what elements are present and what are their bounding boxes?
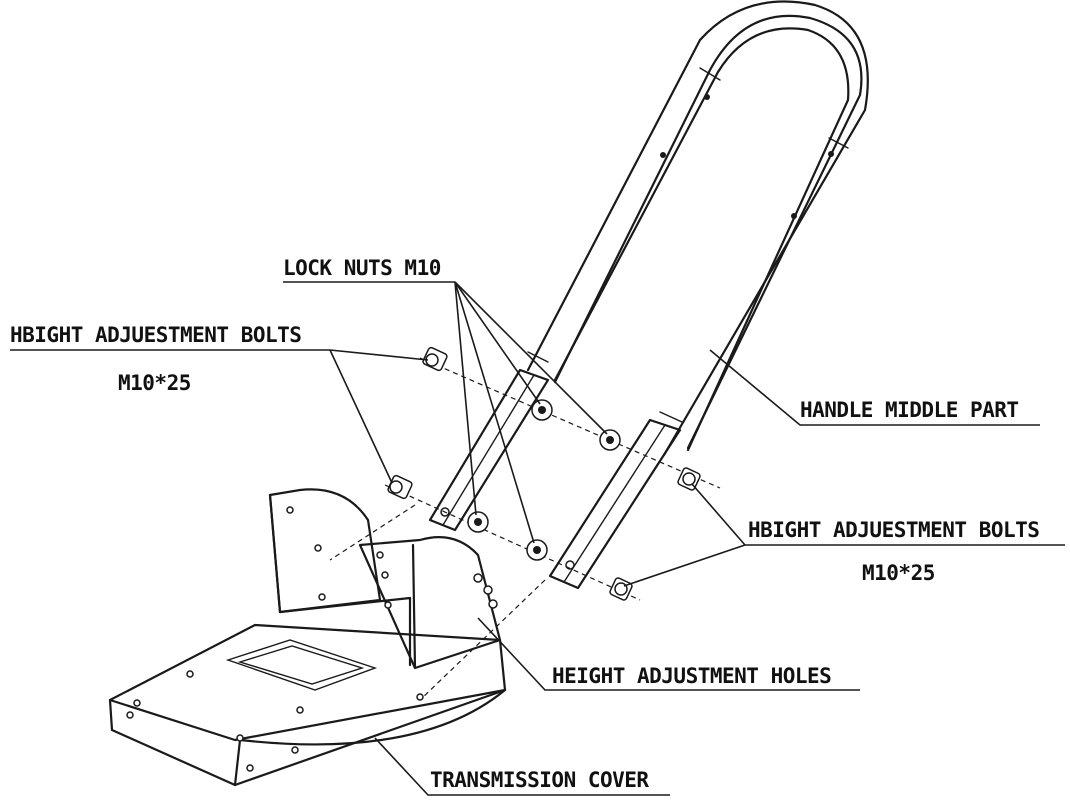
- lock-nut-icon: [526, 539, 548, 561]
- bolt-icon: [609, 577, 633, 601]
- lock-nut-icon: [599, 429, 621, 451]
- label-height-bolts-left-title: HBIGHT ADJUESTMENT BOLTS: [10, 323, 301, 347]
- bolt-icon: [387, 474, 413, 500]
- base-bracket: [268, 488, 502, 670]
- label-height-bolts-left-size: M10*25: [118, 371, 191, 395]
- hardware: [329, 346, 721, 701]
- bolt-icon: [677, 467, 701, 491]
- label-height-bolts-right-title: HBIGHT ADJUESTMENT BOLTS: [748, 518, 1039, 542]
- label-lock-nuts: LOCK NUTS M10: [283, 256, 441, 280]
- callout-labels: LOCK NUTS M10 HBIGHT ADJUESTMENT BOLTS M…: [10, 256, 1040, 792]
- transmission-cover: [108, 623, 507, 787]
- lock-nut-icon: [467, 511, 489, 533]
- label-height-bolts-right-size: M10*25: [862, 561, 935, 585]
- leader-lines: [10, 281, 1065, 796]
- handle-lower-bars: [428, 368, 682, 590]
- label-handle-middle-part: HANDLE MIDDLE PART: [800, 398, 1019, 422]
- label-height-adjustment-holes: HEIGHT ADJUSTMENT HOLES: [552, 664, 831, 688]
- lock-nut-icon: [531, 399, 553, 421]
- label-transmission-cover: TRANSMISSION COVER: [430, 768, 649, 792]
- handle-middle-part: [526, 0, 869, 457]
- bolt-icon: [422, 346, 448, 372]
